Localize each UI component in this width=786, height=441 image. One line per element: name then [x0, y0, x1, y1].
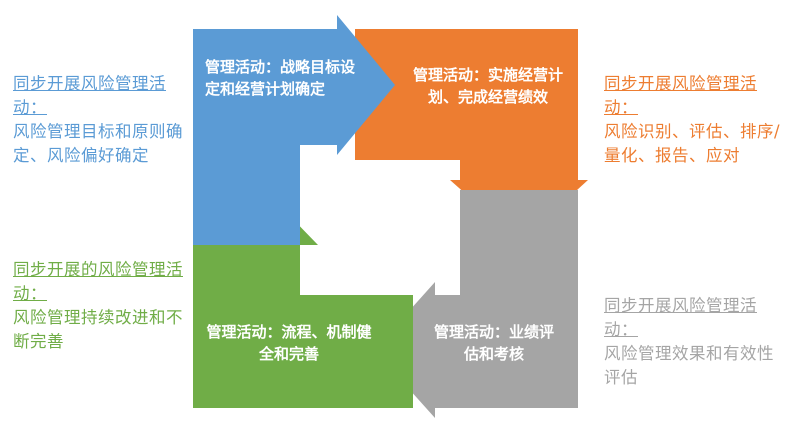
side-note-body: 风险管理效果和有效性评估 [604, 344, 774, 387]
side-note-blue: 同步开展风险管理活动： 风险管理目标和原则确定、风险偏好确定 [13, 72, 193, 168]
side-note-orange: 同步开展风险管理活动： 风险识别、评估、排序/量化、报告、应对 [604, 72, 786, 168]
blue-arrow-shape [193, 15, 395, 245]
blue-box-label: 管理活动：战略目标设定和经营计划确定 [205, 58, 356, 98]
gray-arrow-shape [374, 190, 578, 418]
orange-box-label: 管理活动：实施经营计划、完成经营绩效 [412, 66, 563, 106]
side-note-heading: 同步开展风险管理活动： [604, 296, 757, 339]
side-note-heading: 同步开展风险管理活动： [604, 74, 757, 117]
green-box-label: 管理活动：流程、机制健全和完善 [206, 323, 372, 363]
gray-box-label: 管理活动：业绩评估和考核 [433, 323, 554, 363]
side-note-body: 风险识别、评估、排序/量化、报告、应对 [604, 122, 781, 165]
side-note-heading: 同步开展的风险管理活动： [13, 260, 183, 303]
side-note-body: 风险管理目标和原则确定、风险偏好确定 [13, 122, 183, 165]
side-note-gray: 同步开展风险管理活动： 风险管理效果和有效性评估 [604, 294, 786, 390]
orange-arrow-shape [355, 29, 588, 242]
side-note-heading: 同步开展风险管理活动： [13, 74, 166, 117]
side-note-body: 风险管理持续改进和不断完善 [13, 308, 183, 351]
side-note-green: 同步开展的风险管理活动： 风险管理持续改进和不断完善 [13, 258, 193, 354]
